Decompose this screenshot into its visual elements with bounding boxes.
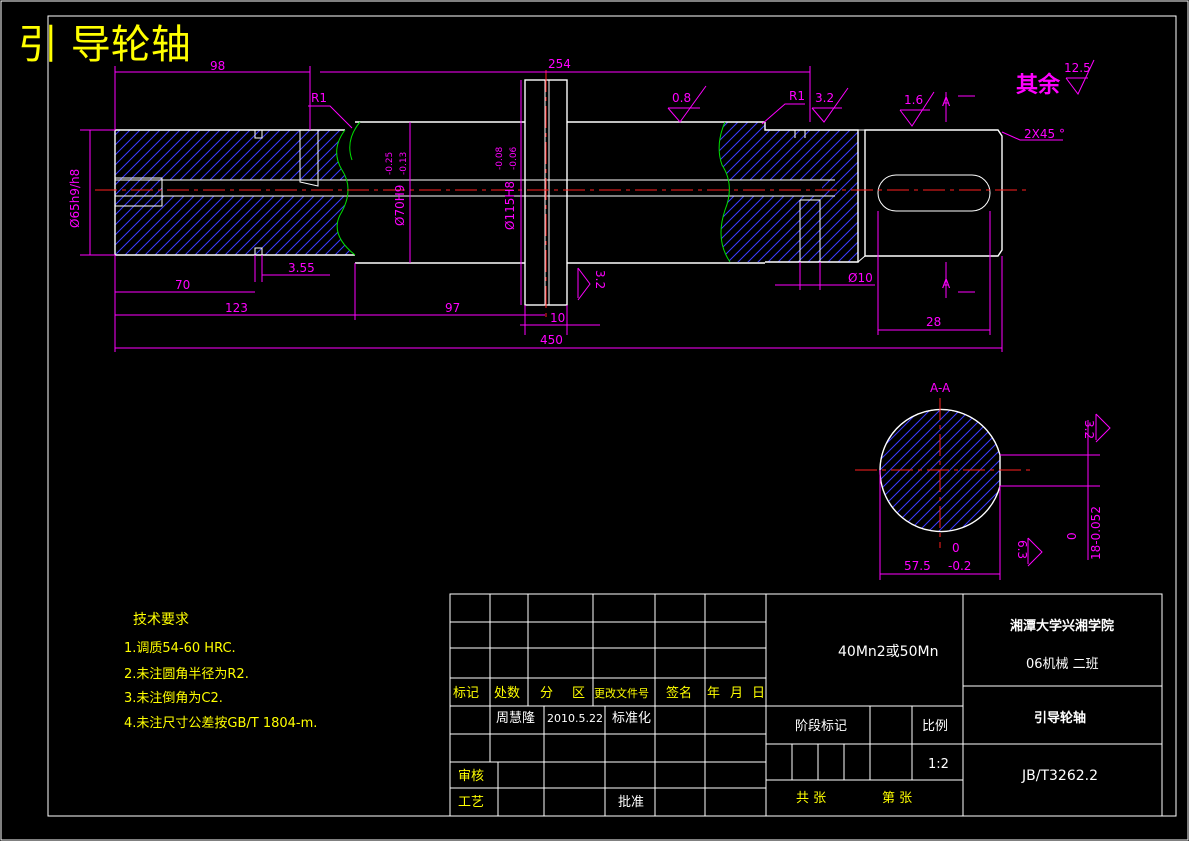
- surface-rest-value: 12.5: [1064, 61, 1091, 75]
- section-mark-a-bottom: A: [942, 277, 951, 291]
- approve: 批准: [618, 795, 644, 810]
- dimensions: 98 254 3.55 70 123 97 10 450 28: [68, 57, 1095, 352]
- header-year: 年: [707, 686, 720, 701]
- section-mark-a-top: A: [942, 95, 951, 109]
- dim-phi115: Ø115H8: [503, 181, 517, 230]
- section-key-upper: 0: [1065, 532, 1079, 540]
- header-zone-1: 分: [540, 686, 553, 701]
- material: 40Mn2或50Mn: [838, 644, 938, 660]
- drawing-number: JB/T3262.2: [1021, 768, 1098, 784]
- shaft-main-view: [95, 70, 1030, 320]
- design-date: 2010.5.22: [547, 712, 603, 725]
- drawing-title: 引 导轮轴: [18, 22, 191, 68]
- dim-254: 254: [548, 57, 571, 71]
- dim-phi70: Ø70H9: [393, 185, 407, 226]
- standardize: 标准化: [612, 711, 651, 726]
- dim-98: 98: [210, 59, 225, 73]
- section-width: 57.5: [904, 559, 931, 573]
- dim-phi70-tol-up: -0.25: [385, 152, 395, 175]
- tech-req-heading: 技术要求: [133, 612, 189, 628]
- dim-3-55: 3.55: [288, 261, 315, 275]
- process: 工艺: [458, 795, 484, 810]
- tech-requirements: 技术要求 1.调质54-60 HRC. 2.未注圆角半径为R2. 3.未注倒角为…: [124, 612, 317, 731]
- scale-value: 1:2: [928, 757, 949, 772]
- dim-r1-right: R1: [789, 89, 805, 103]
- dim-phi115-tol-up: -0.08: [495, 146, 505, 170]
- header-signature: 签名: [666, 685, 692, 701]
- scale-label: 比例: [922, 719, 948, 734]
- header-count: 处数: [494, 686, 520, 701]
- surface-rest-label: 其余: [1016, 72, 1061, 98]
- section-title: A-A: [930, 381, 951, 395]
- header-mark: 标记: [453, 686, 479, 701]
- ra-1-6: 1.6: [904, 93, 923, 107]
- dim-97: 97: [445, 301, 460, 315]
- tech-req-item: 4.未注尺寸公差按GB/T 1804-m.: [124, 716, 317, 731]
- section-width-tol-lo: -0.2: [948, 559, 971, 573]
- section-ra-key: 3.2: [1082, 420, 1096, 439]
- dim-chamfer: 2X45 °: [1024, 127, 1065, 141]
- dim-phi70-tol-lo: -0.13: [399, 152, 409, 175]
- dim-phi10: Ø10: [848, 271, 873, 285]
- section-width-tol-up: 0: [952, 541, 960, 555]
- dim-28: 28: [926, 315, 941, 329]
- part-name: 引导轮轴: [1034, 710, 1086, 726]
- section-ra-bottom: 6.3: [1015, 540, 1029, 559]
- total-sheets: 共 张: [796, 791, 826, 806]
- stage-mark: 阶段标记: [795, 719, 847, 734]
- ra-0-8: 0.8: [672, 91, 691, 105]
- dim-phi115-tol-lo: -0.06: [509, 146, 519, 170]
- ra-3-2-side: 3.2: [593, 270, 607, 289]
- dim-70: 70: [175, 278, 190, 292]
- tech-req-item: 1.调质54-60 HRC.: [124, 641, 236, 656]
- dim-phi65: Ø65h9/h8: [68, 169, 82, 228]
- header-zone-2: 区: [572, 686, 585, 701]
- section-key-lower: 18-0.052: [1089, 506, 1103, 560]
- header-change-doc: 更改文件号: [594, 686, 649, 700]
- review: 审核: [458, 769, 484, 784]
- dim-450: 450: [540, 333, 563, 347]
- ra-3-2-top: 3.2: [815, 91, 834, 105]
- dim-123: 123: [225, 301, 248, 315]
- tech-req-item: 3.未注倒角为C2.: [124, 691, 223, 706]
- header-month: 月: [730, 686, 743, 701]
- title-block: 40Mn2或50Mn 湘潭大学兴湘学院 06机械 二班 引导轮轴 JB/T326…: [449, 593, 1163, 817]
- school-name: 湘潭大学兴湘学院: [1010, 618, 1114, 634]
- header-day: 日: [752, 686, 765, 701]
- dim-10: 10: [550, 311, 565, 325]
- designer: 周慧隆: [496, 710, 535, 726]
- section-a-a: A-A 0 18-0.052 3.2 6.3 57.5 0 -0.2: [855, 381, 1111, 580]
- sheet-number: 第 张: [882, 791, 912, 806]
- dim-r1-left: R1: [311, 91, 327, 105]
- class-name: 06机械 二班: [1026, 657, 1099, 672]
- tech-req-item: 2.未注圆角半径为R2.: [124, 667, 249, 682]
